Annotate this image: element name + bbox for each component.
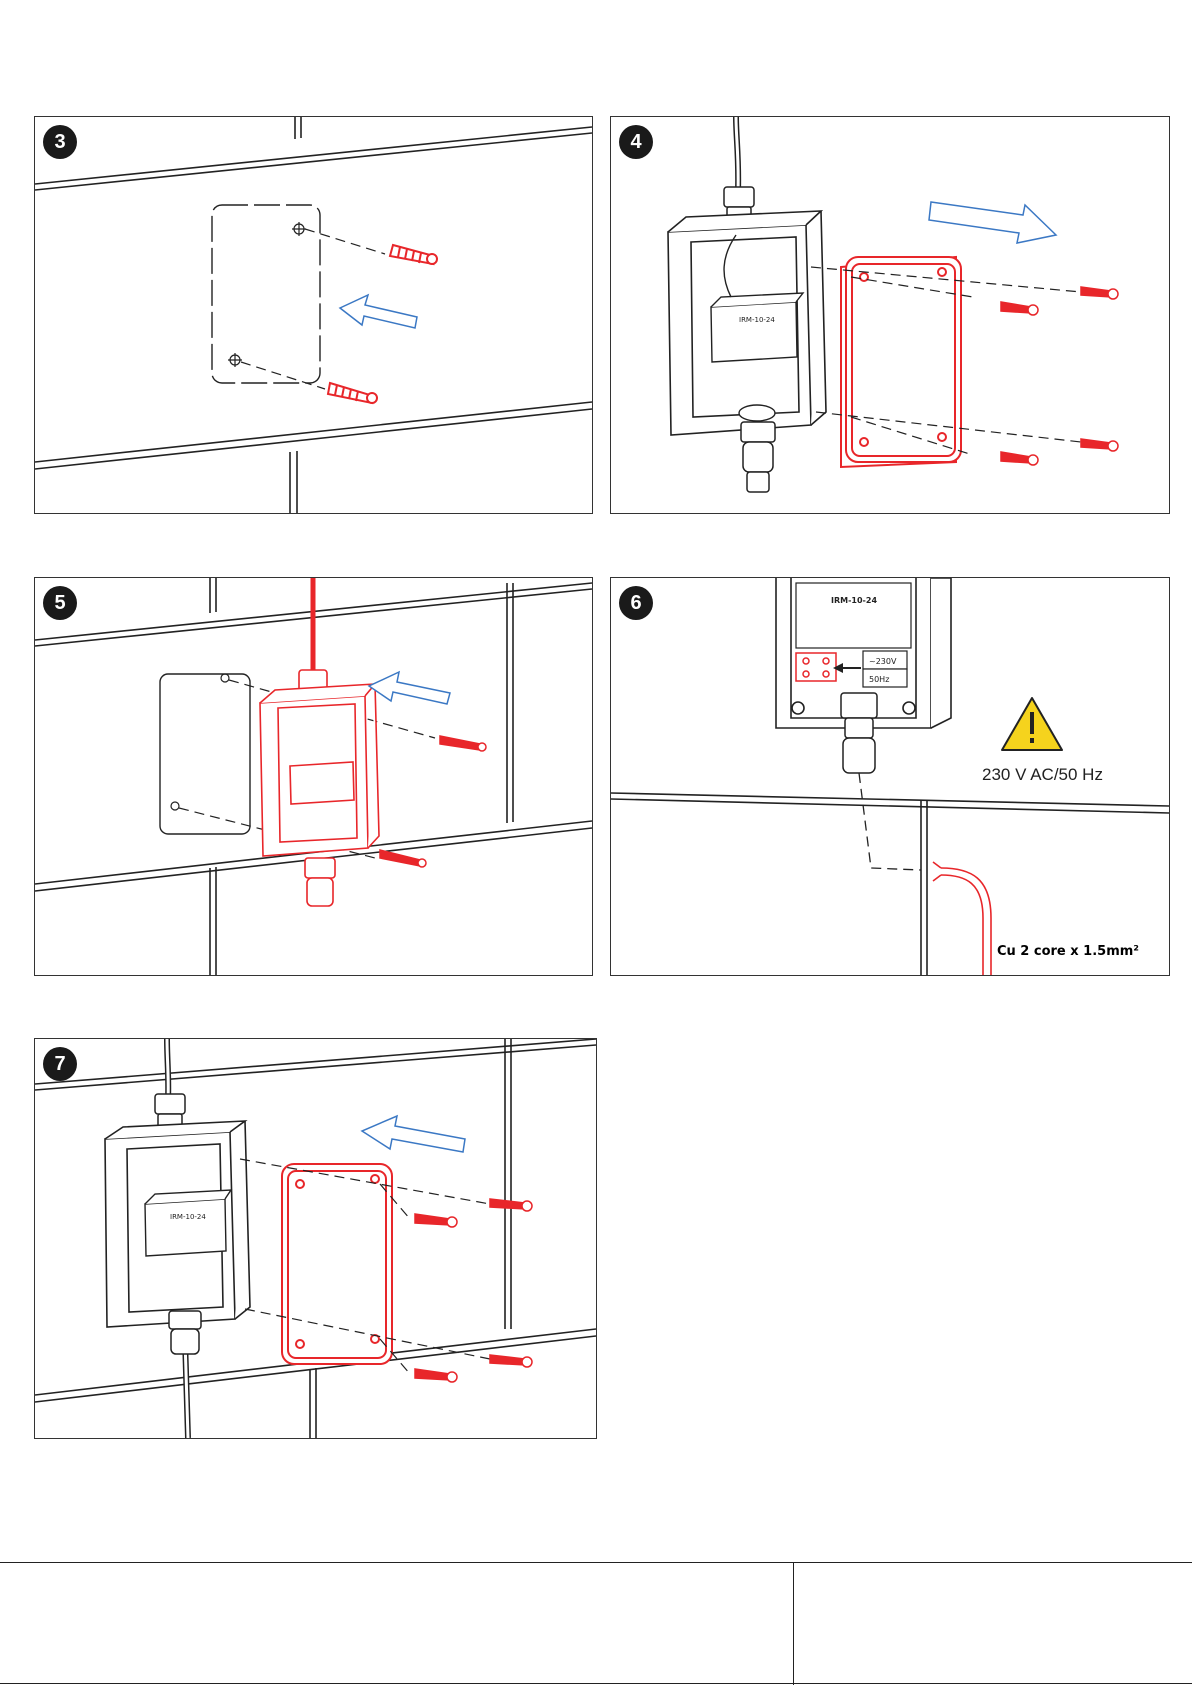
device-label: IRM-10-24 — [739, 316, 775, 324]
step-number-badge: 7 — [43, 1047, 77, 1081]
step-5-panel: 5 — [34, 577, 593, 976]
step-4-panel: 4 IRM-10-24 — [610, 116, 1170, 514]
terminal-frequency-label: 50Hz — [869, 675, 889, 684]
arrow-icon — [929, 202, 1056, 243]
footer-column-divider — [793, 1562, 794, 1685]
step-number-badge: 6 — [619, 586, 653, 620]
warning-icon — [1002, 698, 1062, 750]
arrow-icon — [362, 1116, 465, 1152]
terminal-voltage-label: ~230V — [869, 657, 897, 666]
enclosure-lid — [841, 257, 961, 467]
terminal-block — [796, 653, 836, 681]
power-module: IRM-10-24 — [145, 1190, 231, 1256]
device-label: IRM-10-24 — [170, 1213, 206, 1221]
cable-spec-text: Cu 2 core x 1.5mm² — [997, 944, 1139, 959]
cable-gland-bottom — [841, 693, 877, 773]
power-module: IRM-10-24 — [711, 293, 803, 362]
step-6-panel: 6 IRM-10-24 ~230V 50Hz — [610, 577, 1170, 976]
step-3-panel: 3 — [34, 116, 593, 514]
arrow-icon — [369, 672, 450, 704]
device-label: IRM-10-24 — [831, 596, 877, 605]
step-number-badge: 4 — [619, 125, 653, 159]
voltage-warning-text: 230 V AC/50 Hz — [982, 765, 1103, 785]
cable-gland-bottom — [169, 1311, 201, 1354]
step-number-badge: 5 — [43, 586, 77, 620]
arrow-icon — [340, 295, 417, 328]
screw-icon — [380, 736, 486, 867]
cable-gland-bottom — [741, 422, 775, 492]
enclosure-lid — [282, 1164, 392, 1364]
supply-cable — [933, 862, 991, 975]
step-4-illustration: IRM-10-24 — [611, 117, 1169, 513]
screw-icon — [1001, 287, 1118, 465]
wall-plug-icon — [328, 383, 377, 403]
power-module: IRM-10-24 — [796, 583, 911, 648]
step-5-illustration — [35, 578, 592, 975]
footer-bottom-line — [0, 1683, 1192, 1684]
step-number-badge: 3 — [43, 125, 77, 159]
step-7-panel: 7 IRM-10-24 — [34, 1038, 597, 1439]
wall-plug-icon — [390, 245, 437, 264]
step-7-illustration: IRM-10-24 — [35, 1039, 596, 1438]
footer-divider — [0, 1562, 1192, 1563]
step-3-illustration — [35, 117, 592, 513]
